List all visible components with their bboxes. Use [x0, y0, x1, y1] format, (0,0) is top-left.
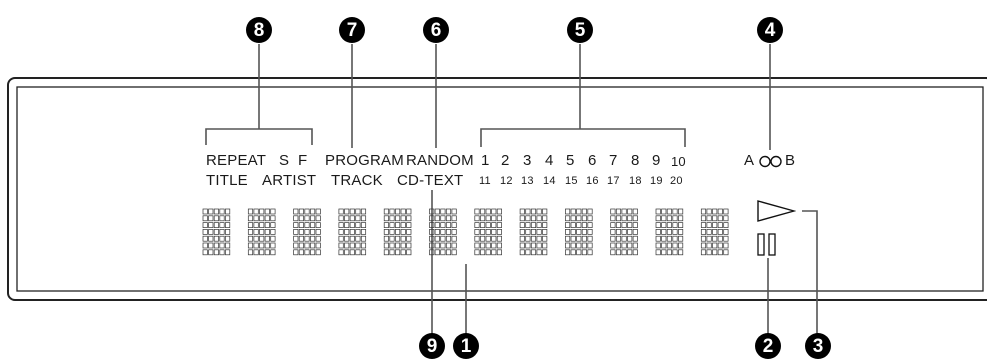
title-indicator: TITLE — [206, 172, 248, 189]
track-number-5: 5 — [566, 152, 575, 169]
track-number-20: 20 — [670, 175, 683, 187]
callout-badge-4: 4 — [757, 17, 783, 43]
matrix-character-2 — [247, 208, 276, 256]
random-indicator: RANDOM — [406, 152, 474, 169]
cd-text-indicator: CD-TEXT — [397, 172, 464, 189]
callout-line-3 — [802, 210, 818, 334]
callout-line-5 — [480, 128, 686, 147]
track-number-9: 9 — [652, 152, 661, 169]
callout-badge-6: 6 — [423, 17, 449, 43]
matrix-character-10 — [610, 208, 638, 256]
track-number-1: 1 — [481, 152, 490, 169]
play-triangle-icon — [757, 200, 796, 222]
track-number-19: 19 — [650, 175, 663, 187]
track-number-8: 8 — [631, 152, 640, 169]
callout-badge-7: 7 — [339, 17, 365, 43]
ab-repeat-b-label: B — [785, 152, 796, 169]
callout-badge-5: 5 — [567, 17, 593, 43]
callout-badge-8: 8 — [246, 17, 272, 43]
matrix-character-5 — [383, 208, 412, 256]
track-number-6: 6 — [588, 152, 597, 169]
matrix-character-9 — [565, 208, 593, 256]
matrix-character-7 — [474, 208, 502, 256]
matrix-character-6 — [429, 208, 457, 256]
matrix-character-8 — [519, 208, 548, 256]
track-number-18: 18 — [629, 175, 642, 187]
matrix-character-1 — [202, 208, 231, 256]
callout-badge-3: 3 — [805, 333, 831, 359]
ab-repeat-a-label: A — [744, 152, 755, 169]
program-indicator: PROGRAM — [325, 152, 404, 169]
track-number-11: 11 — [479, 175, 491, 187]
matrix-character-4 — [338, 208, 367, 256]
repeat-indicator: REPEAT — [206, 152, 267, 169]
track-number-10: 10 — [671, 154, 686, 169]
callout-badge-2: 2 — [755, 333, 781, 359]
track-number-4: 4 — [545, 152, 554, 169]
artist-indicator: ARTIST — [262, 172, 317, 189]
matrix-character-12 — [700, 208, 729, 256]
track-number-14: 14 — [543, 175, 556, 187]
pause-icon — [757, 233, 776, 256]
callout-badge-9: 9 — [419, 333, 445, 359]
repeat-s-indicator: S — [279, 152, 290, 169]
matrix-character-11 — [655, 208, 684, 256]
repeat-f-indicator: F — [298, 152, 308, 169]
track-number-15: 15 — [565, 175, 578, 187]
track-number-12: 12 — [500, 175, 513, 187]
track-indicator: TRACK — [331, 172, 383, 189]
track-number-16: 16 — [586, 175, 599, 187]
track-number-13: 13 — [521, 175, 534, 187]
callout-badge-1: 1 — [453, 333, 479, 359]
track-number-3: 3 — [523, 152, 532, 169]
matrix-character-3 — [293, 208, 321, 256]
track-number-7: 7 — [609, 152, 618, 169]
ab-repeat-loop-icon — [759, 155, 782, 168]
track-number-2: 2 — [501, 152, 510, 169]
track-number-17: 17 — [607, 175, 620, 187]
